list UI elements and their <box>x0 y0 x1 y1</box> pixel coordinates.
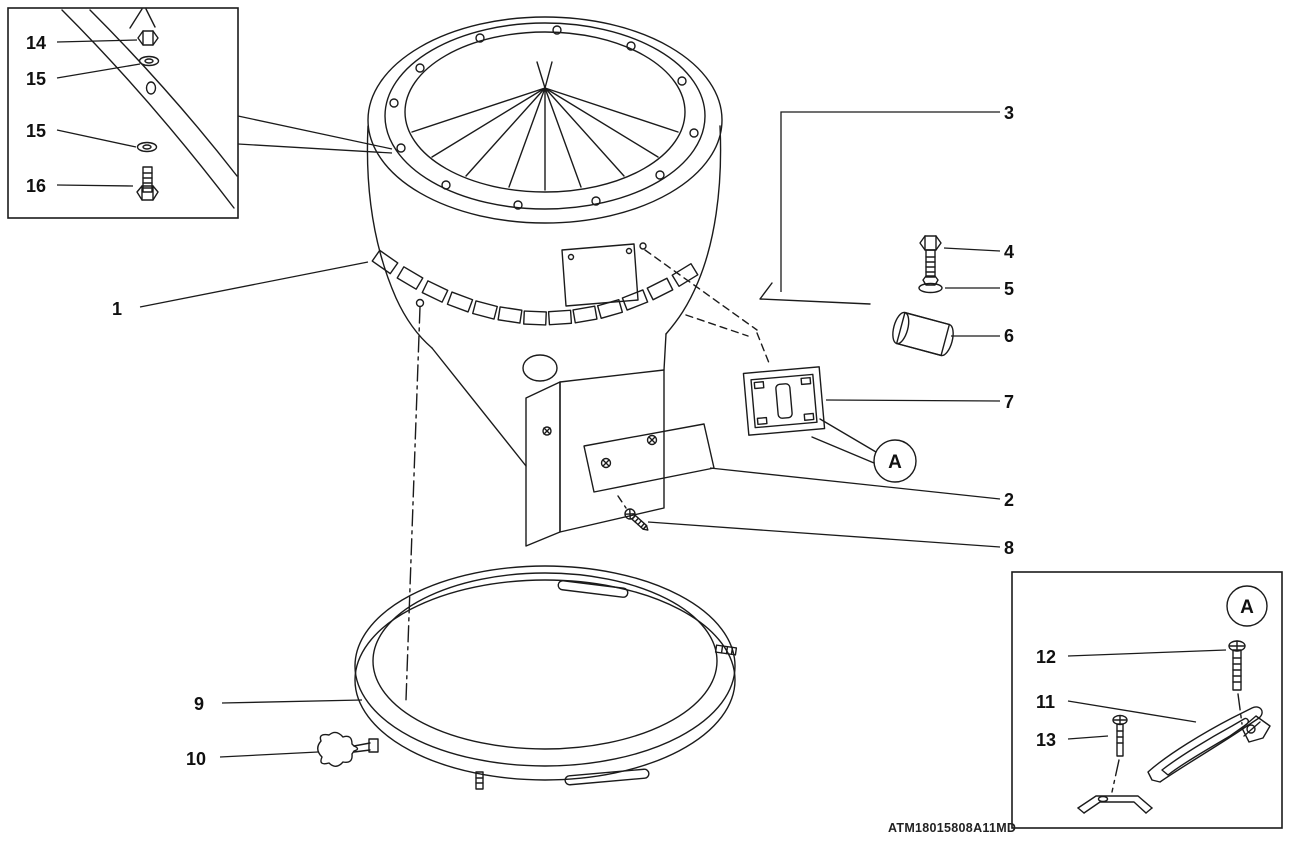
detail-a-inset <box>1011 571 1283 829</box>
star-knob <box>317 731 379 767</box>
drawing-code: ATM18015808A11MD <box>888 821 1016 835</box>
part-label-6: 6 <box>1004 326 1014 346</box>
catch-bracket <box>1077 795 1153 814</box>
fastener-detail-inset <box>7 7 393 219</box>
projection-lines <box>405 249 770 701</box>
hopper-access-opening <box>561 242 647 307</box>
part-label-9: 9 <box>194 694 204 714</box>
part-label-12: 12 <box>1036 647 1056 667</box>
hex-nut <box>137 30 159 46</box>
part-label-2: 2 <box>1004 490 1014 510</box>
chute-screw <box>542 426 552 436</box>
detail-a-callout-circle <box>1226 585 1268 627</box>
slide-door-plate <box>583 423 715 493</box>
clamp-band <box>354 565 738 790</box>
flange-bolt-holes <box>389 25 699 210</box>
part-label-8: 8 <box>1004 538 1014 558</box>
spacer-roller <box>892 311 954 357</box>
washer <box>136 141 158 153</box>
callout-a-inset: A <box>1240 597 1254 618</box>
hopper-cone-fan <box>411 61 679 191</box>
part-label-14: 14 <box>26 33 46 53</box>
clamp-screw-lower <box>1111 714 1128 793</box>
hex-bolt-vertical <box>136 166 159 201</box>
main-a-callout <box>811 418 917 483</box>
part-label-7: 7 <box>1004 392 1014 412</box>
part-label-11: 11 <box>1036 692 1055 712</box>
washer <box>138 55 160 67</box>
hopper-chute <box>431 333 667 547</box>
part-label-1: 1 <box>112 299 122 319</box>
hex-bolt <box>919 235 942 278</box>
part-label-13: 13 <box>1036 730 1056 750</box>
hex-key <box>759 282 871 305</box>
band-pin <box>475 771 484 790</box>
part-label-15a: 15 <box>26 69 46 89</box>
part-label-5: 5 <box>1004 279 1014 299</box>
callout-a-main: A <box>888 452 902 473</box>
clamp-lever <box>1147 706 1271 783</box>
part-label-15b: 15 <box>26 121 46 141</box>
band-stud <box>714 644 738 656</box>
door-fixing-screw <box>624 508 649 531</box>
hopper-slot-band <box>371 249 699 326</box>
door-screw <box>600 457 612 469</box>
clamp-screw-upper <box>1228 640 1246 725</box>
flange-nut <box>918 275 943 294</box>
door-screw <box>646 434 658 446</box>
part-label-10: 10 <box>186 749 206 769</box>
part-label-3: 3 <box>1004 103 1014 123</box>
hopper-assembly <box>366 16 723 547</box>
part-label-16: 16 <box>26 176 46 196</box>
part-labels: 14 15 15 16 1 3 4 5 6 7 2 8 9 10 12 11 1… <box>26 33 1254 835</box>
leader-lines <box>56 39 1227 758</box>
mounting-plate <box>742 366 826 436</box>
part-label-4: 4 <box>1004 242 1014 262</box>
